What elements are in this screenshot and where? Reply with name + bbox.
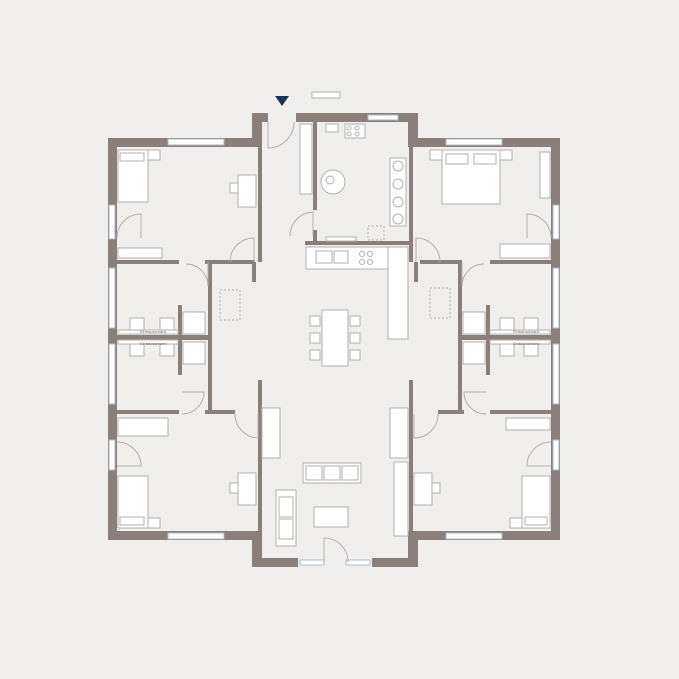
wardrobe-label: Einbauschrank bbox=[513, 329, 539, 334]
storage-left bbox=[219, 289, 241, 321]
bedroom-bottom-left bbox=[117, 417, 257, 529]
living-area bbox=[261, 407, 409, 547]
dining-table bbox=[309, 309, 361, 367]
bathrooms-left: Einbauschrank Einbauschrank bbox=[117, 311, 206, 365]
doors bbox=[116, 121, 552, 563]
wardrobe-label: Einbauschrank bbox=[513, 341, 539, 346]
bedroom-bottom-right bbox=[413, 417, 551, 529]
outdoor-light bbox=[311, 91, 341, 99]
kitchen bbox=[305, 246, 409, 340]
utility-room bbox=[299, 123, 407, 242]
wardrobe-label: Einbauschrank bbox=[140, 329, 166, 334]
windows bbox=[108, 114, 560, 566]
entrance-marker-icon bbox=[275, 96, 289, 106]
bedroom-top-left bbox=[117, 149, 257, 259]
bathrooms-right: Einbauschrank Einbauschrank bbox=[462, 311, 551, 365]
storage-right bbox=[429, 287, 451, 319]
wardrobe-label: Einbauschrank bbox=[140, 341, 166, 346]
bedroom-top-right bbox=[429, 149, 551, 259]
